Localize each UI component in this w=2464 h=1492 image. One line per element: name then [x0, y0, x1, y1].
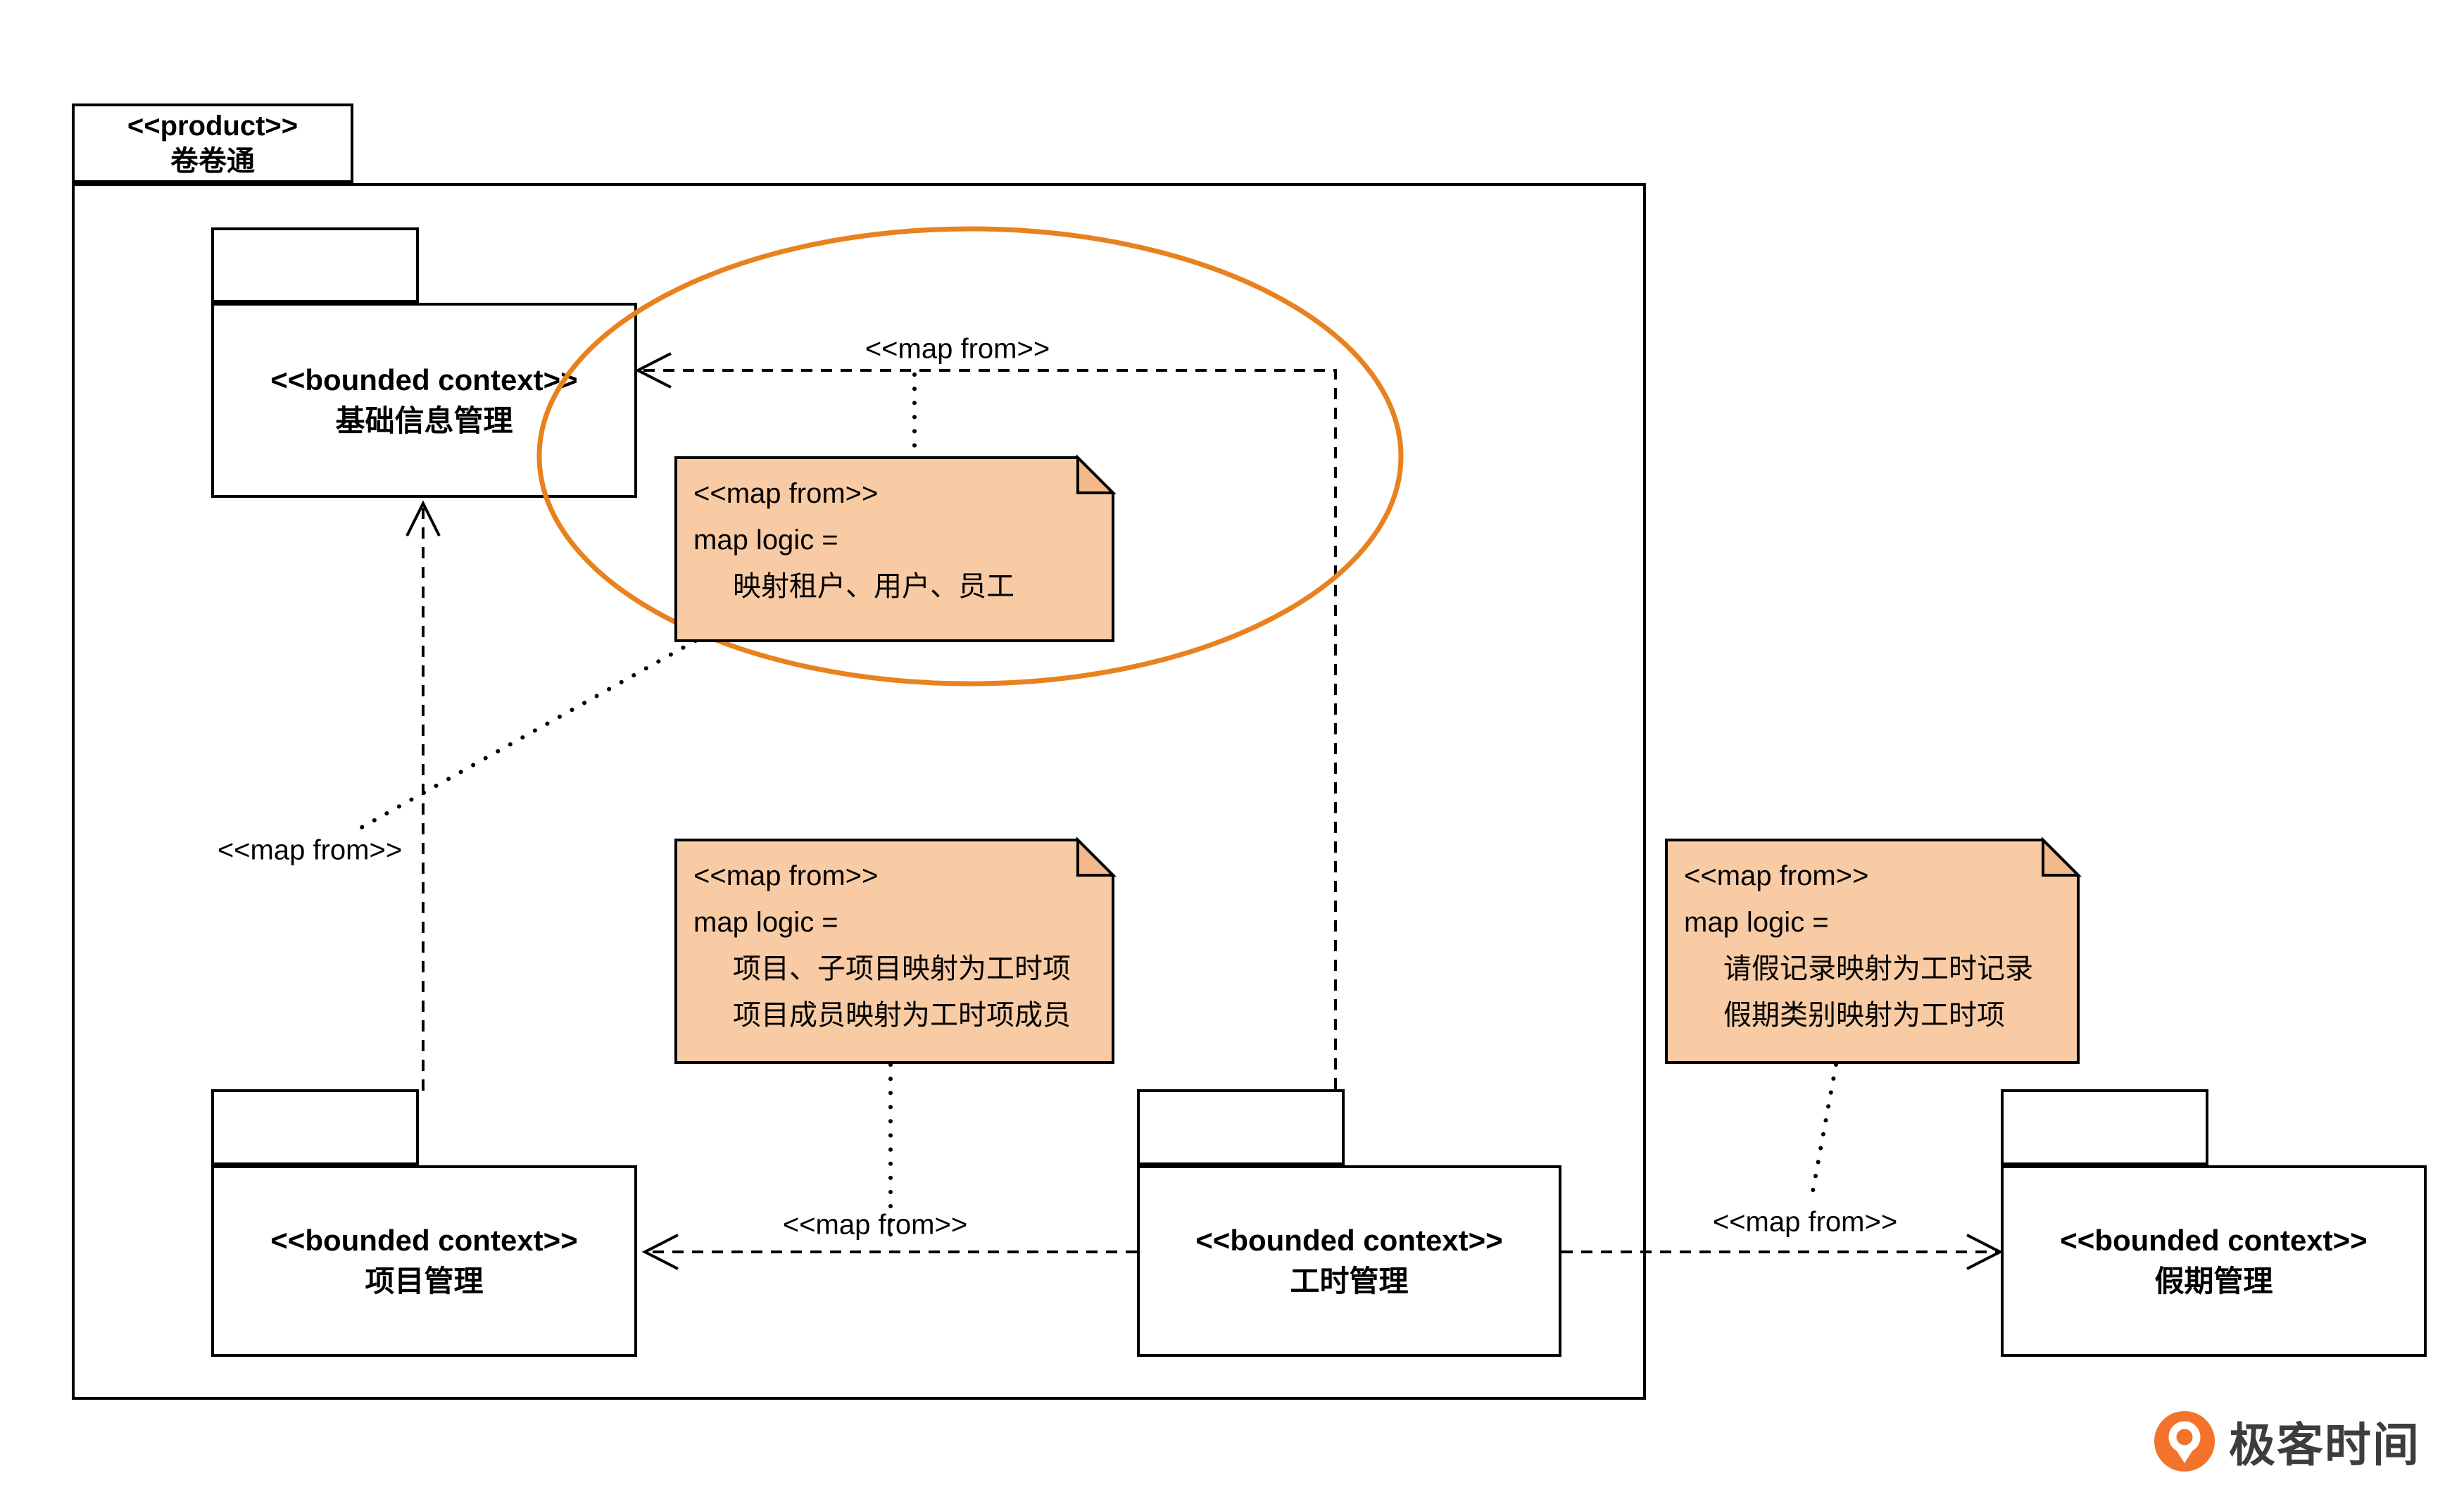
- basicinfo-stereotype: <<bounded context>>: [270, 363, 578, 396]
- note-line: map logic =: [693, 525, 838, 556]
- map-from-label-left: <<map from>>: [217, 834, 403, 866]
- geektime-icon: [2154, 1411, 2215, 1472]
- product-name: 卷卷通: [170, 145, 255, 177]
- map-from-label-middle: <<map from>>: [782, 1209, 968, 1241]
- timesheet-name: 工时管理: [1290, 1265, 1409, 1298]
- note-line: <<map from>>: [693, 860, 879, 891]
- note-line: 请假记录映射为工时记录: [1723, 953, 2033, 984]
- basicinfo-package-body: <<bounded context>> 基础信息管理: [211, 303, 637, 498]
- map-from-label-top: <<map from>>: [865, 333, 1050, 365]
- note-vacation-mapping: <<map from>> map logic = 请假记录映射为工时记录 假期类…: [1684, 853, 2068, 1039]
- basicinfo-package-tab: [211, 227, 419, 303]
- timesheet-package-body: <<bounded context>> 工时管理: [1137, 1165, 1561, 1357]
- note-line: <<map from>>: [693, 478, 879, 509]
- timesheet-stereotype: <<bounded context>>: [1195, 1224, 1503, 1257]
- note-line: 项目、子项目映射为工时项: [733, 953, 1071, 984]
- vacation-name: 假期管理: [2154, 1265, 2273, 1298]
- note-line: <<map from>>: [1684, 860, 1869, 891]
- vacation-package-tab: [2001, 1089, 2208, 1165]
- project-stereotype: <<bounded context>>: [270, 1224, 578, 1257]
- product-package-tab: <<product>> 卷卷通: [72, 104, 353, 183]
- vacation-package-body: <<bounded context>> 假期管理: [2001, 1165, 2427, 1357]
- note-basic-mapping: <<map from>> map logic = 映射租户、用户、员工: [693, 470, 1102, 610]
- project-package-body: <<bounded context>> 项目管理: [211, 1165, 637, 1357]
- map-from-label-right: <<map from>>: [1712, 1206, 1898, 1238]
- basicinfo-name: 基础信息管理: [335, 403, 513, 437]
- vacation-stereotype: <<bounded context>>: [2060, 1224, 2368, 1257]
- note-line: map logic =: [693, 907, 838, 938]
- note-line: 假期类别映射为工时项: [1723, 1000, 2005, 1031]
- note-line: 映射租户、用户、员工: [733, 571, 1014, 602]
- note-line: 项目成员映射为工时项成员: [733, 1000, 1071, 1031]
- arrow-timesheet-to-vacation-head: [1966, 1234, 2004, 1270]
- geektime-logo: 极客时间: [2153, 1410, 2420, 1473]
- note-line: map logic =: [1684, 907, 1829, 938]
- note-project-mapping: <<map from>> map logic = 项目、子项目映射为工时项 项目…: [693, 853, 1102, 1039]
- geektime-text: 极客时间: [2229, 1419, 2420, 1471]
- project-package-tab: [211, 1089, 419, 1165]
- note-anchor-vacation-mapping: [1809, 1062, 1838, 1205]
- product-stereotype: <<product>>: [127, 110, 298, 142]
- project-name: 项目管理: [365, 1265, 484, 1298]
- timesheet-package-tab: [1137, 1089, 1345, 1165]
